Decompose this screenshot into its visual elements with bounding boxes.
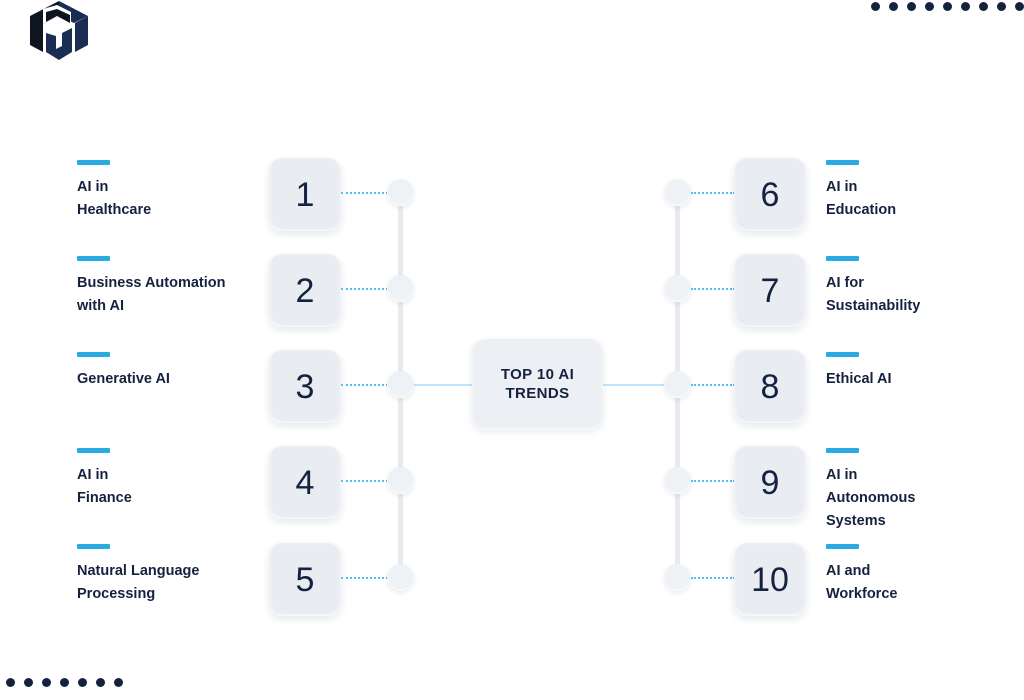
number-tile-2[interactable]: 2 — [269, 254, 341, 327]
decorative-dot — [1015, 2, 1024, 11]
accent-bar — [826, 256, 859, 261]
accent-bar — [77, 448, 110, 453]
decorative-dot — [78, 678, 87, 687]
label-block-1: AI in Healthcare — [77, 160, 277, 222]
rail-node-5[interactable] — [387, 564, 414, 591]
rail-node-4[interactable] — [387, 467, 414, 494]
center-hub-title: TOP 10 AI TRENDS — [500, 366, 575, 402]
label-block-5: Natural Language Processing — [77, 544, 277, 606]
number-tile-1[interactable]: 1 — [269, 158, 341, 231]
number-tile-5[interactable]: 5 — [269, 543, 341, 616]
label-block-4: AI in Finance — [77, 448, 277, 510]
label-block-8: Ethical AI — [826, 352, 1024, 391]
tile-number: 4 — [295, 463, 315, 502]
decorative-dot — [961, 2, 970, 11]
connector-tile-5 — [341, 577, 388, 579]
decorative-dot — [60, 678, 69, 687]
number-tile-6[interactable]: 6 — [734, 158, 806, 231]
decorative-dot — [979, 2, 988, 11]
trend-label: AI in Healthcare — [77, 179, 152, 218]
trend-label: Natural Language Processing — [77, 563, 200, 602]
connector-tile-3 — [341, 384, 388, 386]
hub-connector-left — [413, 384, 473, 386]
decorative-dot — [114, 678, 123, 687]
rail-node-10[interactable] — [664, 564, 691, 591]
connector-tile-7 — [691, 288, 735, 290]
center-hub[interactable]: TOP 10 AI TRENDS — [472, 339, 603, 430]
decorative-dot — [6, 678, 15, 687]
label-block-6: AI in Education — [826, 160, 1024, 222]
number-tile-4[interactable]: 4 — [269, 446, 341, 519]
decorative-dot — [24, 678, 33, 687]
tile-number: 2 — [295, 271, 315, 310]
tile-number: 5 — [295, 560, 315, 599]
accent-bar — [77, 160, 110, 165]
number-tile-10[interactable]: 10 — [734, 543, 806, 616]
decorative-dot — [42, 678, 51, 687]
connector-tile-6 — [691, 192, 735, 194]
accent-bar — [77, 256, 110, 261]
connector-tile-1 — [341, 192, 388, 194]
tile-number: 3 — [295, 367, 315, 406]
decorative-dot — [889, 2, 898, 11]
label-block-9: AI in Autonomous Systems — [826, 448, 1024, 533]
decorative-dot — [925, 2, 934, 11]
tile-number: 10 — [751, 560, 789, 599]
tile-number: 1 — [295, 175, 315, 214]
decorative-dots-top-right — [871, 2, 1024, 11]
decorative-dots-bottom-left — [6, 678, 123, 687]
rail-node-8[interactable] — [664, 371, 691, 398]
trend-label: AI in Autonomous Systems — [826, 467, 916, 529]
trend-label: Generative AI — [77, 371, 170, 387]
tile-number: 9 — [760, 463, 780, 502]
rail-node-2[interactable] — [387, 275, 414, 302]
accent-bar — [826, 448, 859, 453]
decorative-dot — [96, 678, 105, 687]
label-block-3: Generative AI — [77, 352, 277, 391]
trend-label: AI and Workforce — [826, 563, 898, 602]
trend-label: Business Automation with AI — [77, 275, 226, 314]
rail-node-6[interactable] — [664, 179, 691, 206]
connector-tile-4 — [341, 480, 388, 482]
rail-node-7[interactable] — [664, 275, 691, 302]
decorative-dot — [871, 2, 880, 11]
hub-connector-right — [603, 384, 676, 386]
number-tile-9[interactable]: 9 — [734, 446, 806, 519]
connector-tile-2 — [341, 288, 388, 290]
accent-bar — [826, 352, 859, 357]
tile-number: 8 — [760, 367, 780, 406]
accent-bar — [77, 544, 110, 549]
trend-label: Ethical AI — [826, 371, 892, 387]
number-tile-7[interactable]: 7 — [734, 254, 806, 327]
number-tile-3[interactable]: 3 — [269, 350, 341, 423]
rail-node-9[interactable] — [664, 467, 691, 494]
tile-number: 7 — [760, 271, 780, 310]
accent-bar — [826, 160, 859, 165]
rail-node-3[interactable] — [387, 371, 414, 398]
connector-tile-8 — [691, 384, 735, 386]
brand-logo-icon — [26, 0, 92, 62]
tile-number: 6 — [760, 175, 780, 214]
decorative-dot — [943, 2, 952, 11]
trend-label: AI in Finance — [77, 467, 132, 506]
decorative-dot — [907, 2, 916, 11]
trend-label: AI in Education — [826, 179, 897, 218]
connector-tile-9 — [691, 480, 735, 482]
accent-bar — [77, 352, 110, 357]
label-block-10: AI and Workforce — [826, 544, 1024, 606]
number-tile-8[interactable]: 8 — [734, 350, 806, 423]
trend-label: AI for Sustainability — [826, 275, 921, 314]
label-block-7: AI for Sustainability — [826, 256, 1024, 318]
accent-bar — [826, 544, 859, 549]
label-block-2: Business Automation with AI — [77, 256, 282, 318]
rail-node-1[interactable] — [387, 179, 414, 206]
connector-tile-10 — [691, 577, 735, 579]
decorative-dot — [997, 2, 1006, 11]
